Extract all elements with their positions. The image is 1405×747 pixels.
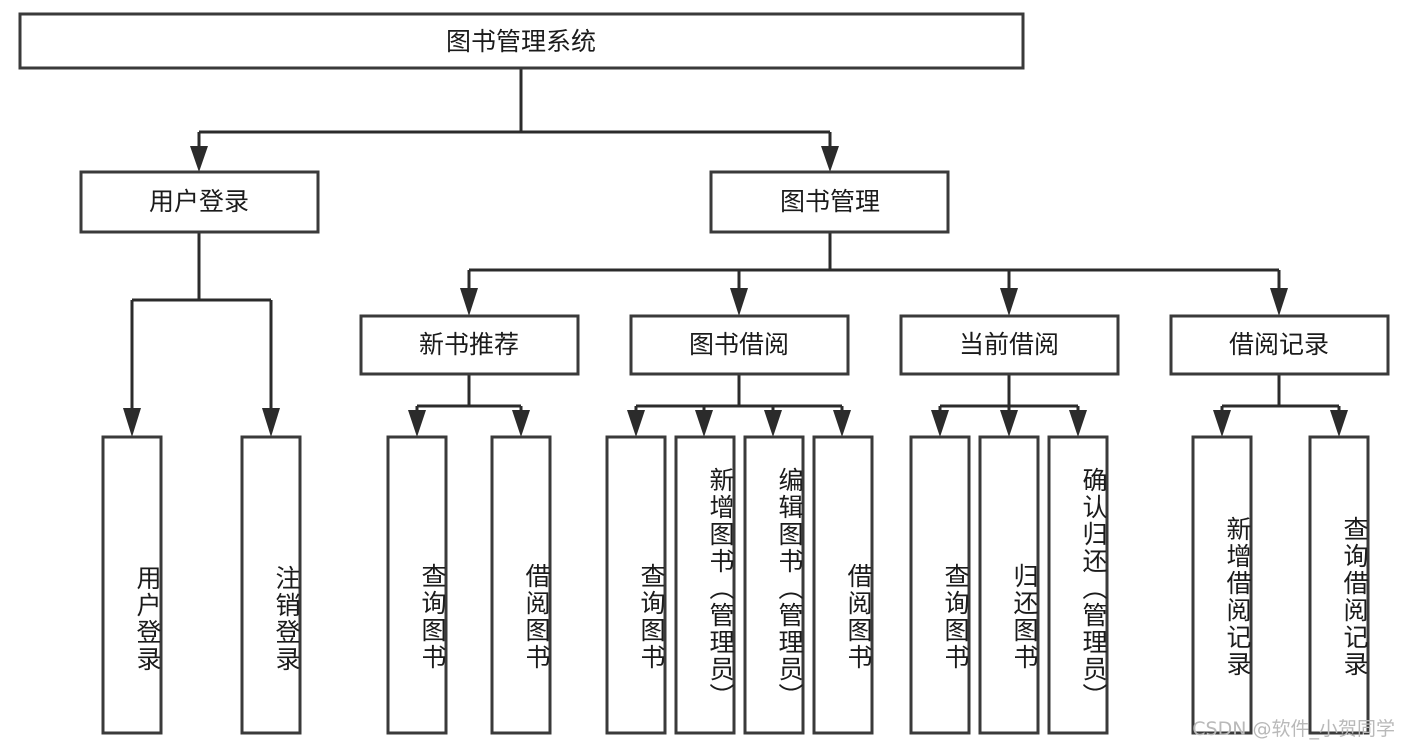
connector-borrow-record-to-leaves [1213,374,1348,437]
arrow-head-icon [1213,410,1231,437]
node-leaf-borrow-edit-book[interactable] [743,435,805,735]
node-root-library-management-system[interactable]: 图书管理系统 [18,12,1025,70]
arrow-head-icon [190,146,208,172]
node-leaf-user-login-logout[interactable] [240,435,302,735]
node-label: 图书借阅 [689,330,789,359]
connector-book-mgmt-to-level3 [460,232,1288,316]
arrow-head-icon [730,288,748,316]
node-user-login[interactable]: 用户登录 [79,170,320,234]
node-label: 新书推荐 [419,330,519,359]
arrow-head-icon [833,410,851,437]
node-label: 图书管理系统 [446,27,596,56]
arrow-head-icon [1069,410,1087,437]
arrow-head-icon [821,146,839,172]
arrow-head-icon [408,410,426,437]
connector-user-login-to-leaves [123,232,280,437]
node-book-borrow[interactable]: 图书借阅 [629,314,850,376]
arrow-head-icon [627,410,645,437]
node-leaf-user-login-login[interactable] [101,435,163,735]
node-leaf-current-query-book[interactable] [909,435,971,735]
node-current-borrow[interactable]: 当前借阅 [899,314,1120,376]
connector-current-borrow-to-leaves [931,374,1087,437]
node-leaf-borrow-add-book[interactable] [674,435,736,735]
arrow-head-icon [460,288,478,316]
node-label: 用户登录 [149,187,249,216]
arrow-head-icon [1000,288,1018,316]
arrow-head-icon [695,410,713,437]
connector-book-borrow-to-leaves [627,374,851,437]
node-label: 借阅记录 [1229,330,1329,359]
node-borrow-record[interactable]: 借阅记录 [1169,314,1390,376]
node-leaf-current-confirm-return[interactable] [1047,435,1109,735]
connector-root-to-level2 [190,68,839,172]
node-label: 图书管理 [780,187,880,216]
node-leaf-current-return-book[interactable] [978,435,1040,735]
node-book-management[interactable]: 图书管理 [709,170,950,234]
arrow-head-icon [262,408,280,437]
arrow-head-icon [512,410,530,437]
node-new-book-recommend[interactable]: 新书推荐 [359,314,580,376]
node-label: 当前借阅 [959,330,1059,359]
arrow-head-icon [1270,288,1288,316]
node-leaf-borrow-query-book[interactable] [605,435,667,735]
connector-new-book-to-leaves [408,374,530,437]
arrow-head-icon [1000,410,1018,437]
arrow-head-icon [123,408,141,437]
node-leaf-borrow-borrow-book[interactable] [812,435,874,735]
node-leaf-new-book-borrow[interactable] [490,435,552,735]
arrow-head-icon [931,410,949,437]
arrow-head-icon [1330,410,1348,437]
arrow-head-icon [764,410,782,437]
node-leaf-new-book-query[interactable] [386,435,448,735]
node-leaf-record-query[interactable] [1308,435,1370,735]
node-leaf-record-add[interactable] [1191,435,1253,735]
